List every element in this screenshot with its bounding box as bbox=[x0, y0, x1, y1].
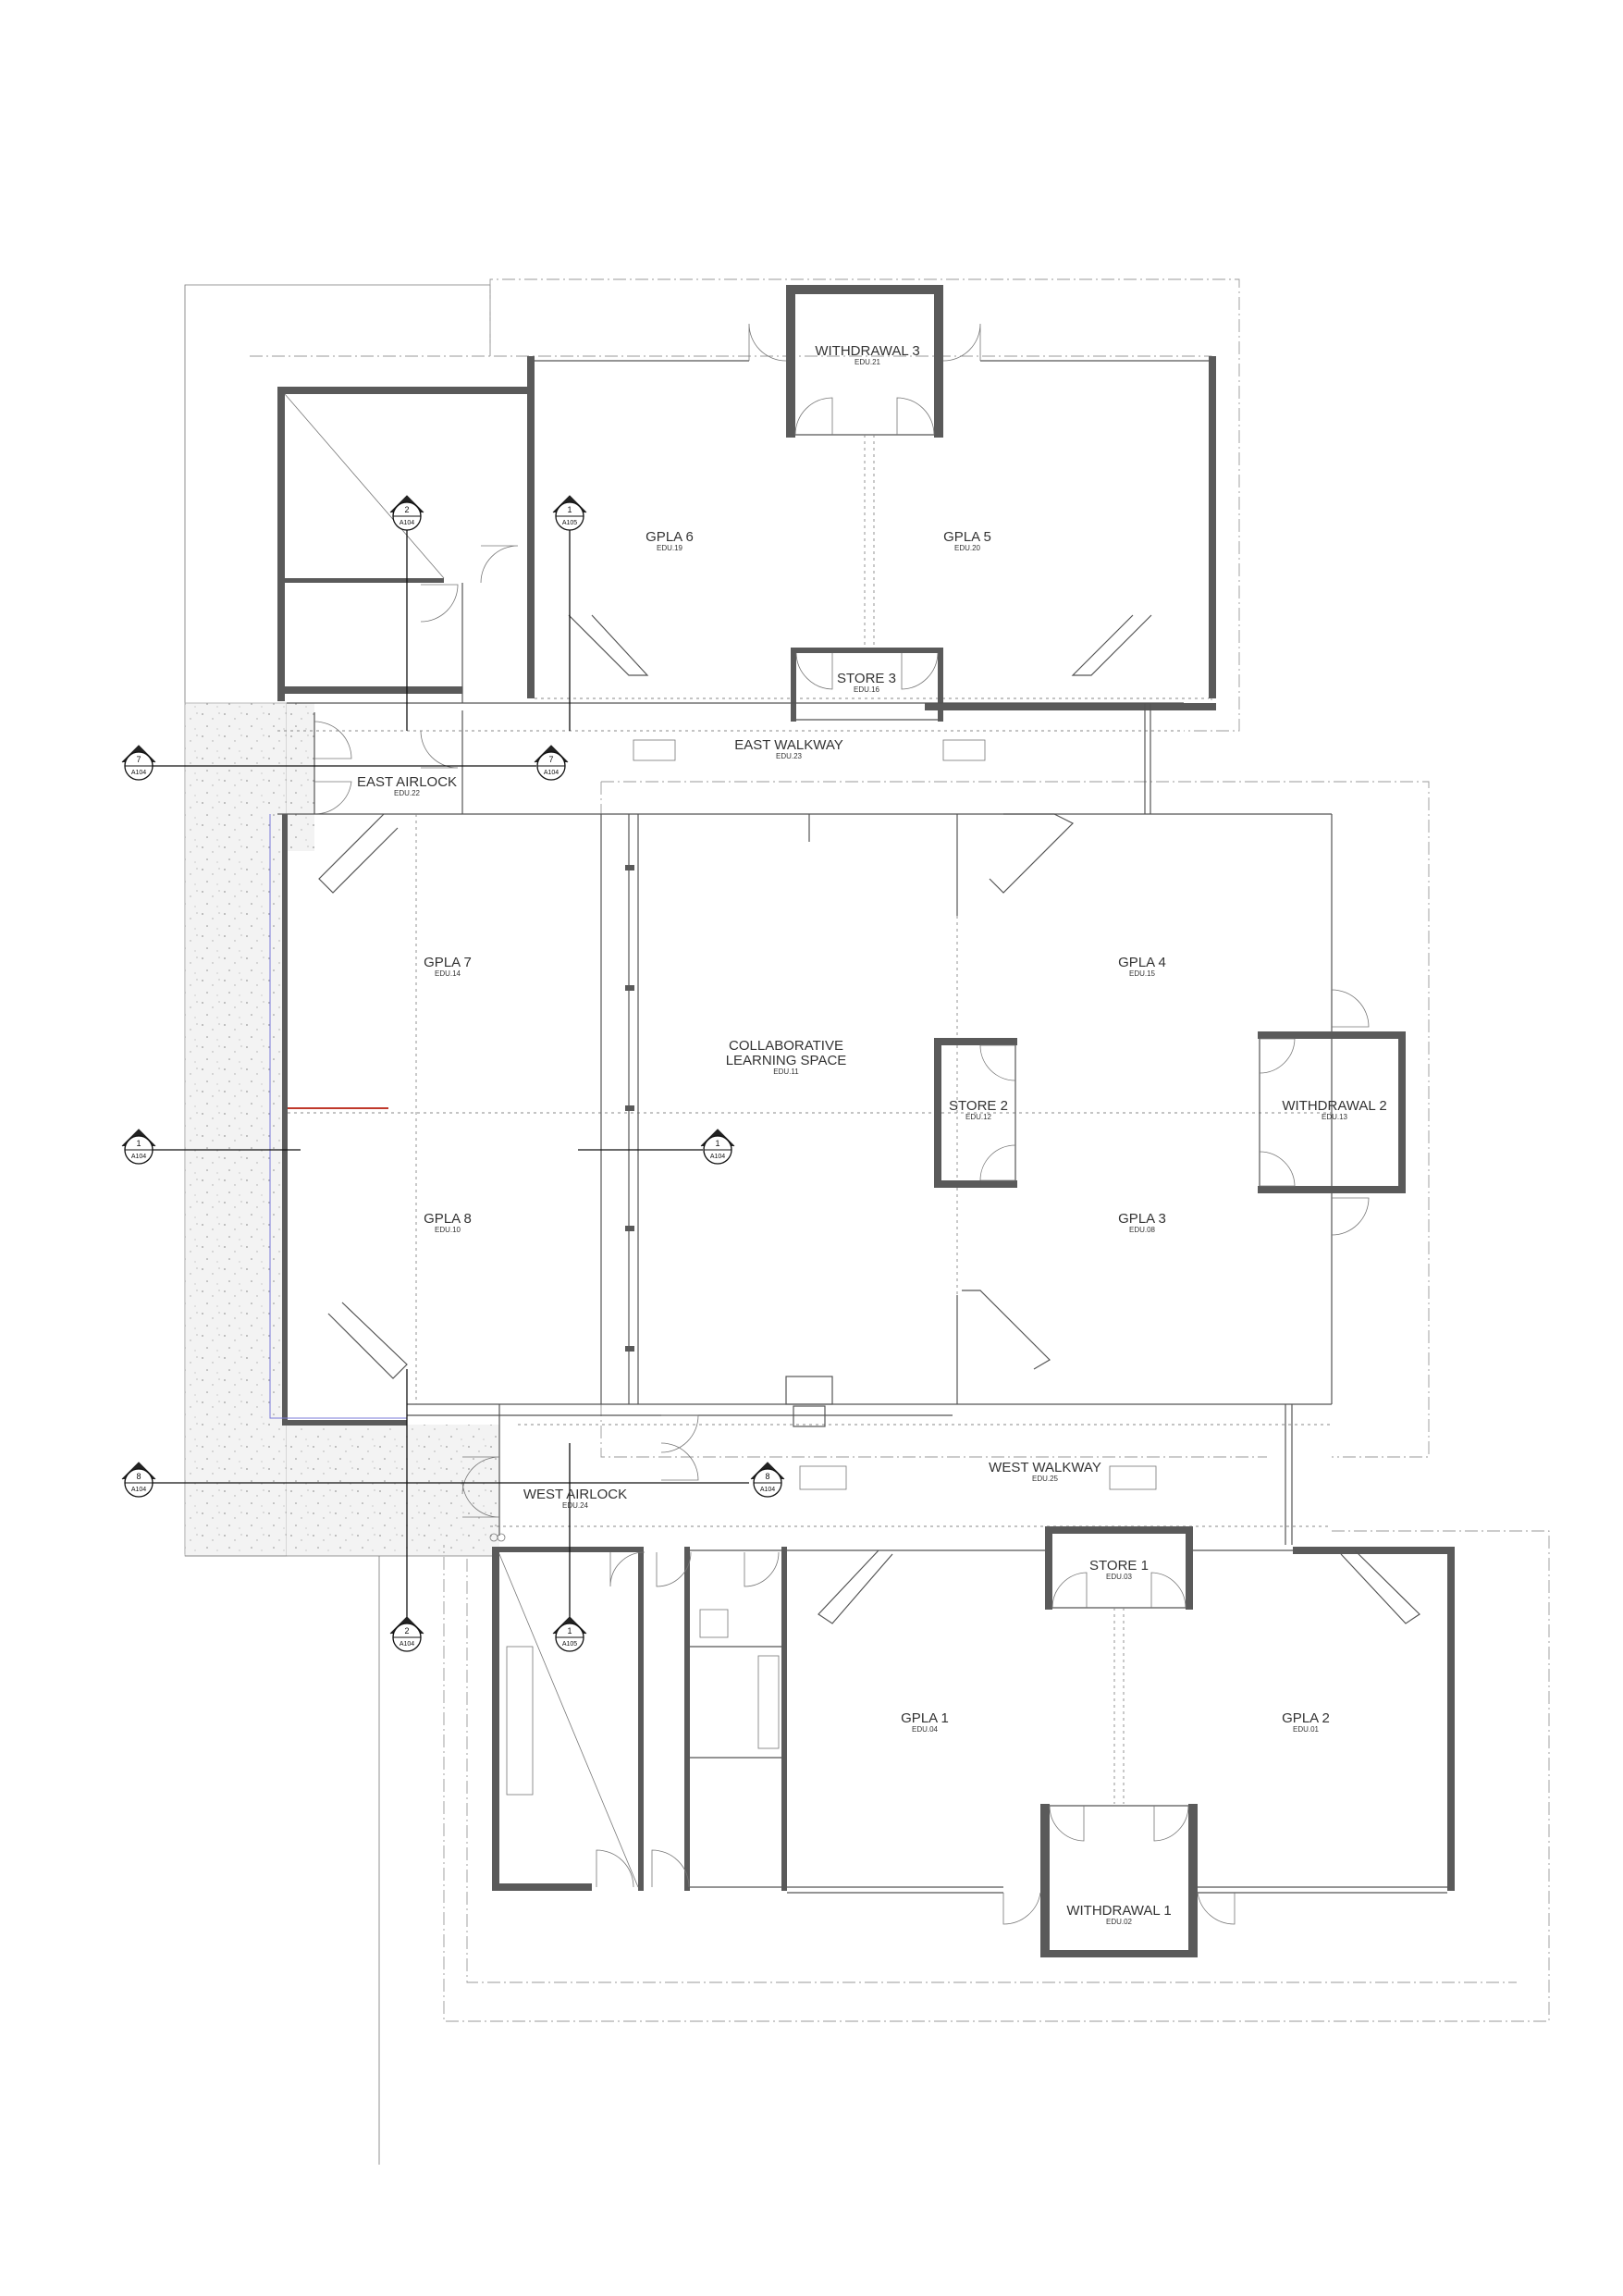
section-number: 7 bbox=[548, 755, 553, 764]
room-code: EDU.01 bbox=[1293, 1725, 1320, 1734]
room-code: EDU.13 bbox=[1322, 1113, 1348, 1121]
room-code: EDU.24 bbox=[562, 1501, 589, 1510]
east-walkway-zone bbox=[287, 702, 1184, 815]
section-number: 2 bbox=[404, 505, 409, 514]
section-number: 1 bbox=[715, 1139, 719, 1148]
room-name: EAST AIRLOCK bbox=[357, 774, 457, 790]
room-name: GPLA 8 bbox=[424, 1211, 472, 1227]
room-code: EDU.02 bbox=[1106, 1918, 1133, 1926]
section-number: 8 bbox=[765, 1472, 769, 1481]
room-name: GPLA 1 bbox=[901, 1710, 949, 1726]
room-name: GPLA 7 bbox=[424, 955, 472, 970]
section-sheet: A105 bbox=[562, 520, 577, 526]
room-name: WITHDRAWAL 1 bbox=[1066, 1903, 1171, 1919]
section-number: 2 bbox=[404, 1626, 409, 1636]
room-name: GPLA 2 bbox=[1282, 1710, 1330, 1726]
section-markers: 2A1041A1057A1047A1041A1041A1048A1048A104… bbox=[121, 495, 785, 1652]
room-name: WEST AIRLOCK bbox=[523, 1487, 627, 1502]
room-name: COLLABORATIVE bbox=[729, 1038, 843, 1054]
section-cut-lines bbox=[139, 527, 749, 1628]
room-code: EDU.11 bbox=[773, 1068, 799, 1076]
section-sheet: A104 bbox=[131, 1487, 146, 1493]
room-name: GPLA 3 bbox=[1118, 1211, 1166, 1227]
room-name: STORE 3 bbox=[837, 671, 896, 686]
section-number: 1 bbox=[136, 1139, 141, 1148]
roof-outlines bbox=[250, 278, 1550, 2022]
section-sheet: A104 bbox=[131, 1154, 146, 1160]
section-sheet: A104 bbox=[760, 1487, 775, 1493]
room-code: EDU.25 bbox=[1032, 1475, 1059, 1483]
room-code: EDU.04 bbox=[912, 1725, 939, 1734]
room-name: WEST WALKWAY bbox=[989, 1460, 1101, 1475]
north-wing bbox=[277, 285, 1216, 722]
section-number: 8 bbox=[136, 1472, 141, 1481]
section-sheet: A104 bbox=[544, 770, 559, 776]
room-code: EDU.12 bbox=[965, 1113, 992, 1121]
room-name: STORE 2 bbox=[949, 1098, 1008, 1114]
room-name-line2: LEARNING SPACE bbox=[726, 1053, 847, 1068]
room-name: STORE 1 bbox=[1089, 1558, 1149, 1574]
room-code: EDU.19 bbox=[657, 544, 683, 552]
room-name: WITHDRAWAL 3 bbox=[815, 343, 919, 359]
room-name: GPLA 5 bbox=[943, 529, 991, 545]
room-name: WITHDRAWAL 2 bbox=[1282, 1098, 1386, 1114]
room-name: EAST WALKWAY bbox=[734, 737, 843, 753]
room-code: EDU.10 bbox=[435, 1226, 461, 1234]
room-code: EDU.14 bbox=[435, 969, 461, 978]
south-wing bbox=[492, 1526, 1455, 1957]
room-name: GPLA 4 bbox=[1118, 955, 1166, 970]
section-sheet: A104 bbox=[131, 770, 146, 776]
section-sheet: A104 bbox=[400, 520, 414, 526]
room-code: EDU.23 bbox=[776, 752, 803, 760]
room-code: EDU.08 bbox=[1129, 1226, 1156, 1234]
west-walkway-zone bbox=[461, 1404, 1293, 1545]
room-code: EDU.22 bbox=[394, 789, 421, 797]
room-code: EDU.03 bbox=[1106, 1573, 1133, 1581]
section-number: 7 bbox=[136, 755, 141, 764]
section-number: 1 bbox=[567, 1626, 572, 1636]
section-sheet: A105 bbox=[562, 1641, 577, 1648]
room-code: EDU.15 bbox=[1129, 969, 1156, 978]
room-code: EDU.21 bbox=[855, 358, 881, 366]
section-sheet: A104 bbox=[710, 1154, 725, 1160]
section-number: 1 bbox=[567, 505, 572, 514]
section-sheet: A104 bbox=[400, 1641, 414, 1648]
gravel-area bbox=[184, 702, 288, 1557]
room-code: EDU.16 bbox=[854, 685, 880, 694]
room-code: EDU.20 bbox=[954, 544, 981, 552]
room-name: GPLA 6 bbox=[646, 529, 694, 545]
central-block bbox=[269, 813, 1406, 1427]
